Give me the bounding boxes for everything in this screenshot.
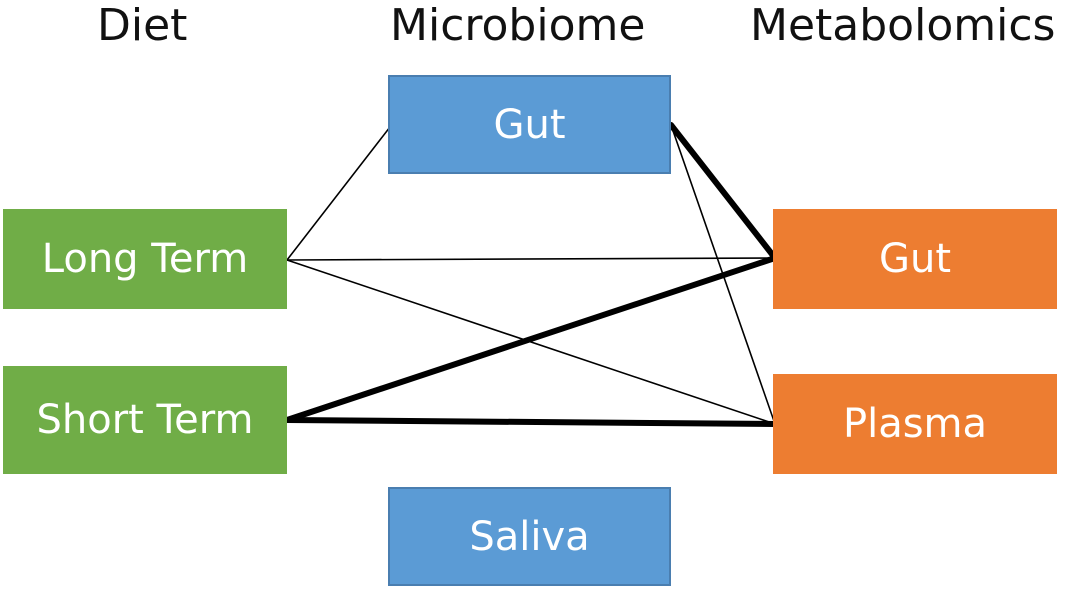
edge-diet-short-term-to-metabolomics-plasma bbox=[284, 417, 778, 427]
metabolomics-gut-node: Gut bbox=[773, 209, 1057, 309]
metabolomics-plasma-label: Plasma bbox=[842, 401, 988, 447]
edge-diet-long-term-to-metabolomics-gut bbox=[286, 257, 776, 261]
microbiome-gut-label: Gut bbox=[493, 101, 566, 148]
microbiome-saliva-node: Saliva bbox=[388, 487, 671, 586]
edge-diet-long-term-to-microbiome-gut bbox=[286, 126, 391, 261]
diet-short-term-label: Short Term bbox=[36, 397, 254, 443]
metabolomics-gut-label: Gut bbox=[878, 236, 952, 282]
edge-microbiome-gut-to-metabolomics-gut bbox=[668, 122, 778, 261]
edge-diet-short-term-to-metabolomics-gut bbox=[284, 255, 778, 423]
microbiome-saliva-label: Saliva bbox=[469, 513, 590, 560]
diet-column-header: Diet bbox=[97, 0, 188, 51]
diet-long-term-label: Long Term bbox=[41, 236, 249, 282]
diet-short-term-node: Short Term bbox=[3, 366, 287, 474]
microbiome-column-header: Microbiome bbox=[390, 0, 646, 51]
microbiome-gut-node: Gut bbox=[388, 75, 671, 174]
metabolomics-column-header: Metabolomics bbox=[750, 0, 1056, 51]
diet-long-term-node: Long Term bbox=[3, 209, 287, 309]
metabolomics-plasma-node: Plasma bbox=[773, 374, 1057, 474]
